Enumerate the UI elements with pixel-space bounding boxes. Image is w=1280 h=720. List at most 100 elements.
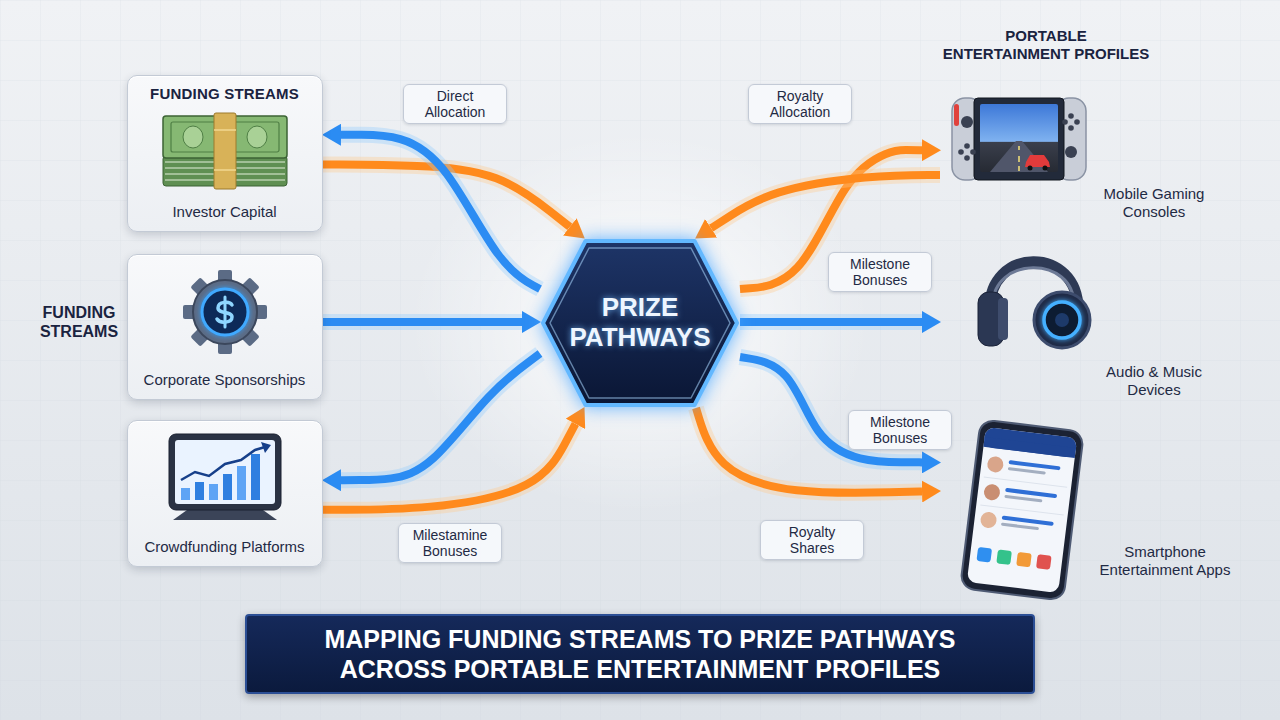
smartphone-icon (986, 455, 1004, 473)
device-label: Audio & Music Devices (1096, 363, 1212, 399)
money-icon (183, 126, 203, 148)
money-icon (247, 126, 267, 148)
smartphone-icon (1008, 467, 1046, 475)
gear-icon (238, 325, 259, 346)
headphones-icon (993, 268, 1074, 306)
smartphone-icon (983, 483, 1001, 501)
console-icon (958, 149, 964, 155)
smartphone-icon (976, 547, 992, 563)
hub-title: PRIZE PATHWAYS (562, 293, 718, 353)
flow-arrow (323, 321, 522, 322)
smartphone-icon (996, 549, 1012, 565)
money-icon (163, 156, 287, 186)
money-icon (171, 122, 279, 152)
headphones-icon (998, 298, 1008, 340)
flow-line (341, 135, 540, 289)
console-icon (1028, 166, 1033, 171)
flow-line (740, 318, 922, 326)
flow-line (341, 354, 540, 481)
headphones-icon (978, 292, 1004, 346)
smartphone-icon (1016, 552, 1032, 568)
hexagon-bevel (550, 248, 730, 398)
flow-arrow (341, 354, 540, 481)
device-label: Smartphone Entertainment Apps (1092, 543, 1238, 579)
smartphone-icon (980, 511, 998, 529)
headphones-icon (1055, 313, 1069, 327)
money-icon (165, 162, 285, 180)
tablet-chart-icon (251, 454, 260, 500)
console-icon (1068, 113, 1074, 119)
smartphone-icon (960, 419, 1084, 600)
flow-glow (341, 135, 540, 289)
device-profile: Mobile Gaming Consoles (940, 85, 1230, 230)
gear-icon (190, 325, 211, 346)
gear-icon (238, 277, 259, 298)
hexagon-fill (543, 241, 737, 405)
smartphone-icon (1001, 523, 1039, 531)
smartphone-icon (967, 427, 1077, 593)
tablet-chart-icon (223, 474, 232, 500)
tablet-chart-icon (181, 488, 190, 500)
money-icon (163, 113, 287, 189)
console-icon (1025, 155, 1050, 167)
gear-icon (218, 338, 232, 354)
smartphone-icon (983, 427, 1077, 458)
console-icon (1068, 125, 1074, 131)
funding-source-box: FUNDING STREAMS Investor Capital (127, 75, 323, 232)
hub-hexagon: PRIZE PATHWAYS (540, 238, 740, 408)
gear-icon (190, 277, 211, 298)
console-icon (954, 104, 959, 126)
gear-icon (217, 302, 232, 322)
console-icon (964, 143, 970, 149)
gear-icon (224, 297, 227, 327)
console-icon (964, 155, 970, 161)
device-profile: Smartphone Entertainment Apps (940, 415, 1230, 605)
flow-glow (341, 354, 540, 481)
gear-icon (251, 305, 267, 319)
flow-label: Milestamine Bonuses (398, 523, 502, 563)
flow-arrow (711, 175, 940, 228)
headphones-icon (1044, 302, 1080, 338)
gear-icon (193, 280, 257, 344)
console-icon (970, 149, 976, 155)
device-profile: Audio & Music Devices (940, 235, 1230, 405)
console-icon (1062, 119, 1068, 125)
money-icon (214, 113, 236, 189)
headphones-icon (978, 262, 1090, 348)
title-banner: MAPPING FUNDING STREAMS TO PRIZE PATHWAY… (245, 614, 1035, 694)
console-icon (980, 104, 1058, 172)
flow-label: Royalty Allocation (748, 84, 852, 124)
panel-heading: FUNDING STREAMS (150, 85, 299, 103)
console-icon (1056, 98, 1086, 180)
flow-glow (323, 314, 522, 330)
section-label: FUNDING STREAMS (36, 303, 122, 341)
smartphone-icon (984, 477, 1067, 487)
flow-glow (740, 314, 922, 330)
money-icon (214, 130, 236, 170)
smartphone-icon (1036, 554, 1052, 570)
flow-line (711, 175, 940, 228)
source-label: Crowdfunding Platforms (144, 538, 304, 556)
tablet-chart-icon (237, 466, 246, 500)
tablet-chart-icon (173, 510, 277, 520)
tablet-chart-icon (181, 447, 265, 480)
smartphone-icon (1004, 495, 1042, 503)
flow-line (323, 318, 522, 326)
source-label: Investor Capital (172, 203, 276, 221)
device-label: Mobile Gaming Consoles (1088, 185, 1220, 221)
smartphone-icon (980, 505, 1063, 515)
tablet-chart-icon (261, 442, 271, 453)
flow-arrow (740, 321, 922, 322)
console-icon (952, 98, 982, 180)
funding-source-box: Corporate Sponsorships (127, 254, 323, 400)
console-icon (1074, 119, 1080, 125)
console-icon (961, 116, 973, 128)
money-icon (163, 116, 287, 158)
smartphone-icon (1009, 460, 1061, 470)
tablet-chart-icon (169, 434, 281, 510)
